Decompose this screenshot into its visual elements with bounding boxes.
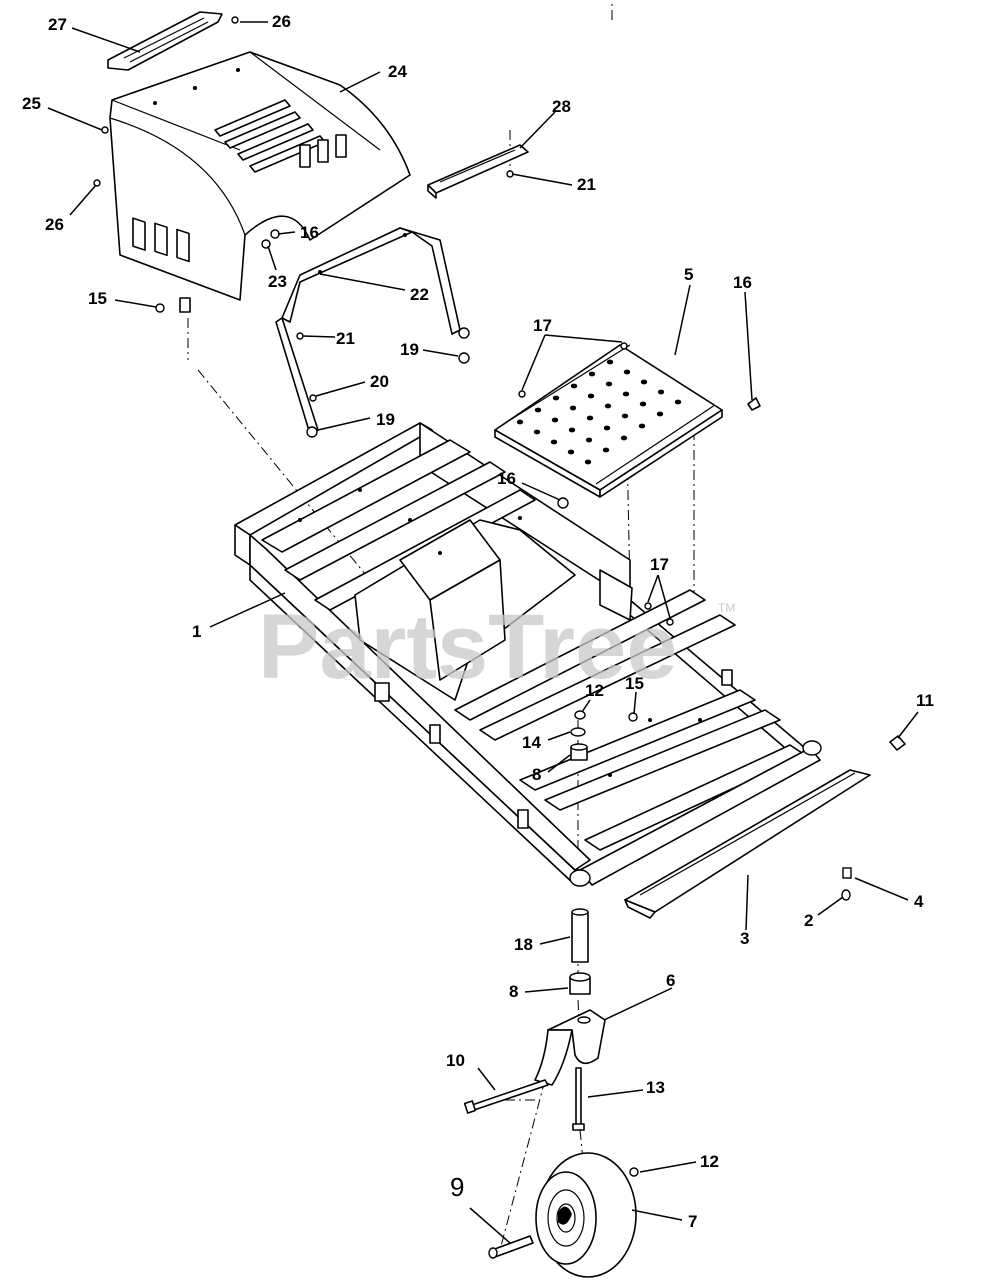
part-12-nut-upper [574,710,586,720]
part-10-axle-bolt [463,1079,549,1114]
watermark: PartsTree TM [258,596,735,698]
watermark-text: PartsTree [258,596,677,698]
callout-12-bottom: 12 [700,1152,719,1171]
callout-26-left: 26 [45,215,64,234]
callout-17-mid: 17 [650,555,669,574]
part-6-caster-fork [534,1009,606,1086]
callout-6: 6 [666,971,675,990]
callout-18: 18 [514,935,533,954]
callout-16-right: 16 [733,273,752,292]
callout-16-mid: 16 [497,469,516,488]
callout-23: 23 [268,272,287,291]
footplate-hole [587,393,595,399]
part-7-caster-wheel [535,1152,637,1278]
callout-labels: 27 26 24 25 28 21 26 16 23 22 15 21 19 2… [22,12,934,1231]
footplate-hole [588,371,596,377]
callout-17-top: 17 [533,316,552,335]
footplate-hole [620,435,628,441]
callout-15-mid: 15 [625,674,644,693]
callout-21-top: 21 [577,175,596,194]
footplate-hole [605,381,613,387]
callout-21-mid: 21 [336,329,355,348]
footplate-hole [603,425,611,431]
footplate-hole [552,395,560,401]
footplate-hole [567,449,575,455]
callout-8-top: 8 [532,765,541,784]
callout-12-top: 12 [585,681,604,700]
callout-10: 10 [446,1051,465,1070]
callout-16-top: 16 [300,223,319,242]
footplate-hole [568,427,576,433]
part-3-front-bumper [624,769,871,919]
callout-13: 13 [646,1078,665,1097]
callout-20: 20 [370,372,389,391]
footplate-hole [516,419,524,425]
footplate-hole [533,429,541,435]
callout-9: 9 [450,1172,464,1202]
part-24-fender-pan [109,51,411,301]
part-8-bushing-lower [569,972,591,995]
hardware [93,16,906,1177]
footplate-hole [534,407,542,413]
callout-14: 14 [522,733,541,752]
callout-15-left: 15 [88,289,107,308]
callout-8-bottom: 8 [509,982,518,1001]
part-14-washer [570,727,586,737]
footplate-hole [551,417,559,423]
callout-19-top: 19 [400,340,419,359]
part-18-spindle-tube [571,908,589,963]
footplate-hole [638,423,646,429]
footplate-hole [569,405,577,411]
callout-1: 1 [192,622,201,641]
footplate-hole [602,447,610,453]
part-5-footplate [494,344,723,498]
callout-19-bottom: 19 [376,410,395,429]
callout-28: 28 [552,97,571,116]
footplate-hole [623,369,631,375]
callout-24: 24 [388,62,407,81]
part-9-spacer [488,1235,534,1259]
footplate-hole [639,401,647,407]
part-22-seat-support [275,227,470,438]
part-8-bushing-upper [570,743,588,761]
callout-26-top: 26 [272,12,291,31]
footplate-hole [604,403,612,409]
part-1-main-frame [234,422,822,887]
footplate-hole [656,411,664,417]
footplate-hole [621,413,629,419]
watermark-trademark: TM [718,601,735,615]
footplate-hole [585,437,593,443]
footplate-hole [674,399,682,405]
callout-4: 4 [914,892,924,911]
footplate-hole [584,459,592,465]
callout-25: 25 [22,94,41,113]
callout-2: 2 [804,911,813,930]
callout-22: 22 [410,285,429,304]
footplate-hole [622,391,630,397]
part-13-bolt [572,1067,585,1131]
footplate-hole [606,359,614,365]
callout-27: 27 [48,15,67,34]
callout-7: 7 [688,1212,697,1231]
part-28-angle-bracket [427,144,529,199]
footplate-hole [550,439,558,445]
footplate-hole [640,379,648,385]
part-27-handle-grip [107,11,223,71]
footplate-hole [570,383,578,389]
footplate-hole [586,415,594,421]
footplate-hole [657,389,665,395]
leader-lines [47,21,919,1244]
callout-11: 11 [916,691,934,710]
callout-3: 3 [740,929,749,948]
callout-5: 5 [684,265,693,284]
